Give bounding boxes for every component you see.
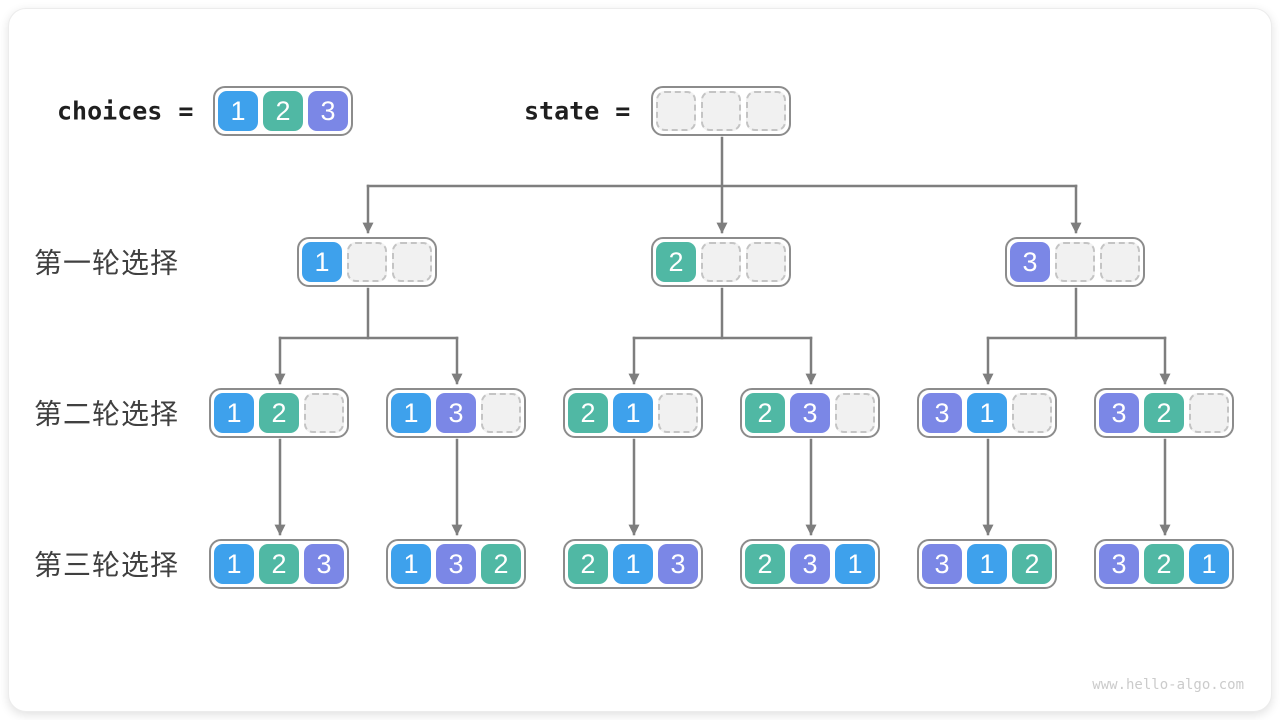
array-cell: 3 <box>790 393 830 433</box>
choices-label: choices = <box>57 97 193 126</box>
diagram-card <box>8 8 1272 712</box>
array-cell <box>1055 242 1095 282</box>
array-cell <box>392 242 432 282</box>
array-cell: 3 <box>1010 242 1050 282</box>
array-cell: 3 <box>436 544 476 584</box>
array-cell <box>746 242 786 282</box>
array-cell: 1 <box>835 544 875 584</box>
array-cell: 2 <box>656 242 696 282</box>
node-round3-321: 3 2 1 <box>1094 539 1234 589</box>
array-cell <box>1012 393 1052 433</box>
array-cell <box>1189 393 1229 433</box>
array-cell <box>481 393 521 433</box>
choices-label-text: choices <box>57 96 163 126</box>
choices-equals-sign: = <box>178 96 194 126</box>
array-cell: 1 <box>391 544 431 584</box>
node-round3-312: 3 1 2 <box>917 539 1057 589</box>
array-cell: 1 <box>1189 544 1229 584</box>
array-cell: 2 <box>481 544 521 584</box>
array-cell: 1 <box>218 91 258 131</box>
array-cell: 3 <box>658 544 698 584</box>
array-cell: 3 <box>922 393 962 433</box>
node-round2-23: 2 3 <box>740 388 880 438</box>
array-cell: 2 <box>259 393 299 433</box>
state-box <box>651 86 791 136</box>
array-cell: 2 <box>259 544 299 584</box>
round1-label: 第一轮选择 <box>34 247 180 279</box>
node-round2-31: 3 1 <box>917 388 1057 438</box>
array-cell: 3 <box>1099 544 1139 584</box>
array-cell <box>746 91 786 131</box>
array-cell <box>701 242 741 282</box>
node-round2-21: 2 1 <box>563 388 703 438</box>
node-round1-2: 2 <box>651 237 791 287</box>
node-round1-3: 3 <box>1005 237 1145 287</box>
array-cell: 3 <box>308 91 348 131</box>
state-label-text: state <box>524 96 600 126</box>
array-cell: 2 <box>1144 393 1184 433</box>
array-cell <box>1100 242 1140 282</box>
array-cell: 2 <box>1012 544 1052 584</box>
array-cell: 1 <box>613 544 653 584</box>
state-equals-sign: = <box>615 96 631 126</box>
array-cell <box>658 393 698 433</box>
array-cell: 1 <box>967 544 1007 584</box>
array-cell: 2 <box>568 544 608 584</box>
node-round1-1: 1 <box>297 237 437 287</box>
array-cell: 2 <box>1144 544 1184 584</box>
array-cell: 1 <box>302 242 342 282</box>
array-cell <box>835 393 875 433</box>
array-cell: 3 <box>1099 393 1139 433</box>
array-cell <box>701 91 741 131</box>
array-cell <box>656 91 696 131</box>
node-round3-132: 1 3 2 <box>386 539 526 589</box>
array-cell: 1 <box>391 393 431 433</box>
node-round3-123: 1 2 3 <box>209 539 349 589</box>
node-round3-231: 2 3 1 <box>740 539 880 589</box>
array-cell: 2 <box>263 91 303 131</box>
node-round2-32: 3 2 <box>1094 388 1234 438</box>
array-cell: 2 <box>745 393 785 433</box>
node-round2-12: 1 2 <box>209 388 349 438</box>
array-cell: 2 <box>568 393 608 433</box>
array-cell: 3 <box>304 544 344 584</box>
array-cell <box>304 393 344 433</box>
node-round3-213: 2 1 3 <box>563 539 703 589</box>
watermark: www.hello-algo.com <box>1092 677 1244 693</box>
round3-label: 第三轮选择 <box>34 549 180 581</box>
array-cell: 1 <box>613 393 653 433</box>
array-cell: 2 <box>745 544 785 584</box>
node-round2-13: 1 3 <box>386 388 526 438</box>
round2-label: 第二轮选择 <box>34 398 180 430</box>
state-label: state = <box>524 97 630 126</box>
array-cell: 1 <box>967 393 1007 433</box>
choices-box: 1 2 3 <box>213 86 353 136</box>
array-cell: 3 <box>922 544 962 584</box>
array-cell: 3 <box>436 393 476 433</box>
array-cell: 1 <box>214 393 254 433</box>
array-cell <box>347 242 387 282</box>
array-cell: 3 <box>790 544 830 584</box>
array-cell: 1 <box>214 544 254 584</box>
